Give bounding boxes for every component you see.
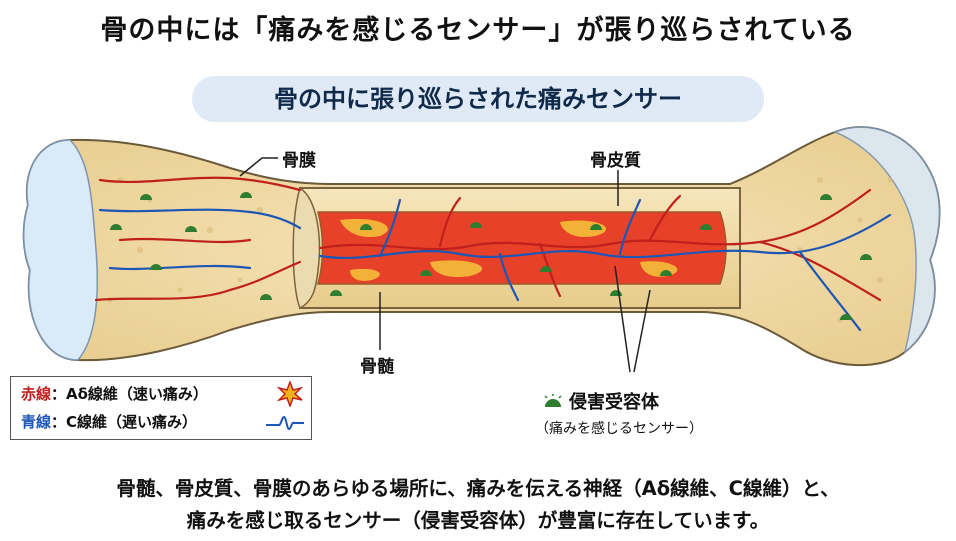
subtitle-pill: 骨の中に張り巡らされた痛みセンサー bbox=[192, 76, 764, 122]
leader-lines bbox=[239, 157, 651, 373]
sensor-icon bbox=[544, 394, 562, 407]
cartilage-left bbox=[22, 139, 99, 361]
legend-blue-key: 青線 bbox=[21, 413, 52, 431]
label-cortex: 骨皮質 bbox=[590, 151, 641, 171]
sensor-desc: （痛みを感じるセンサー） bbox=[535, 421, 703, 437]
legend-row-red: 赤線：Aδ線維（速い痛み） bbox=[21, 383, 208, 404]
red-nerves bbox=[94, 176, 882, 302]
label-periosteum: 骨膜 bbox=[282, 151, 316, 171]
legend-blue-text: ：C線維（遅い痛み） bbox=[51, 413, 198, 431]
label-marrow: 骨髄 bbox=[360, 357, 394, 377]
legend-row-blue: 青線：C線維（遅い痛み） bbox=[21, 411, 197, 432]
legend-red-key: 赤線 bbox=[21, 385, 52, 403]
caption-line-1: 骨髄、骨皮質、骨膜のあらゆる場所に、痛みを伝える神経（Aδ線維、C線維）と、 bbox=[116, 477, 840, 500]
blue-nerves bbox=[98, 198, 892, 332]
cartilage-right bbox=[832, 126, 941, 354]
wave-icon bbox=[266, 415, 304, 431]
spongy-pattern-right bbox=[797, 177, 893, 323]
fiber-legend: 赤線：Aδ線維（速い痛み） 青線：C線維（遅い痛み） bbox=[10, 376, 312, 440]
sensor-markers bbox=[110, 192, 872, 320]
cut-face bbox=[292, 186, 321, 310]
legend-red-text: ：Aδ線維（速い痛み） bbox=[51, 385, 208, 403]
marrow-cavity bbox=[317, 211, 727, 285]
headline: 骨の中には「痛みを感じるセンサー」が張り巡らされている bbox=[100, 15, 856, 46]
spark-icon bbox=[277, 381, 303, 407]
caption-line-2: 痛みを感じ取るセンサー（侵害受容体）が豊富に存在しています。 bbox=[186, 509, 770, 532]
sensor-title: 侵害受容体 bbox=[569, 392, 659, 413]
